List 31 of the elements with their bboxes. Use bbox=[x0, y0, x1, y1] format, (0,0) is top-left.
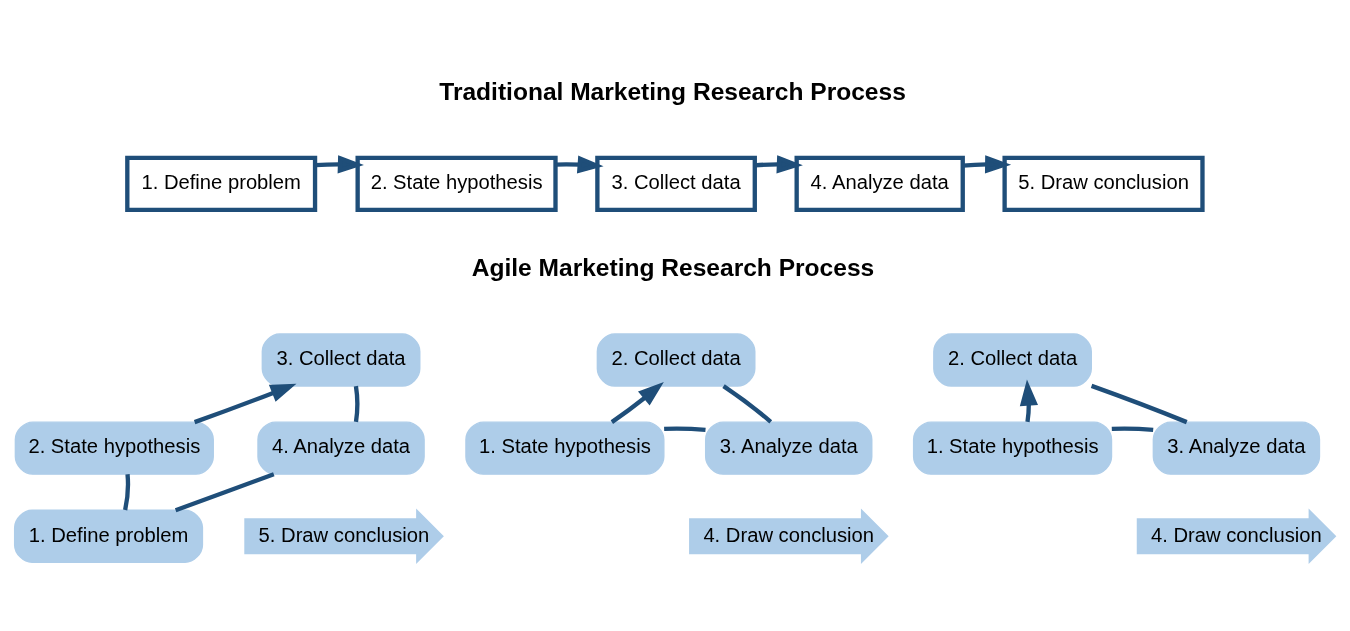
node-box: 2. State hypothesis bbox=[14, 420, 214, 475]
node-box: 5. Draw conclusion bbox=[1002, 155, 1205, 212]
connector bbox=[174, 471, 275, 512]
arrow bbox=[754, 154, 803, 173]
node-box: 3. Collect data bbox=[261, 332, 421, 387]
label: Agile Marketing Research Process bbox=[471, 253, 875, 281]
node-box: 2. Collect data bbox=[596, 332, 756, 387]
connector bbox=[664, 426, 706, 432]
node-box: 1. State hypothesis bbox=[465, 420, 665, 475]
node-box: 3. Analyze data bbox=[1152, 420, 1321, 475]
connector bbox=[722, 383, 773, 423]
node-box: 4. Analyze data bbox=[257, 420, 425, 475]
node-box: 3. Collect data bbox=[595, 155, 757, 212]
node-box: 1. Define problem bbox=[13, 509, 204, 563]
node-box: 2. State hypothesis bbox=[355, 155, 558, 212]
node-box: 4. Analyze data bbox=[794, 155, 965, 212]
arrow bbox=[962, 154, 1012, 173]
node-box: 1. State hypothesis bbox=[912, 420, 1113, 475]
node-box: 2. Collect data bbox=[933, 332, 1092, 387]
node-box: 1. Define problem bbox=[125, 155, 318, 212]
connector bbox=[1111, 426, 1154, 432]
arrow bbox=[610, 381, 664, 424]
arrow bbox=[315, 154, 364, 173]
connector bbox=[123, 473, 131, 510]
node-box: 3. Analyze data bbox=[704, 420, 873, 475]
label: Traditional Marketing Research Process bbox=[439, 77, 906, 105]
connector bbox=[1090, 383, 1188, 424]
arrow bbox=[555, 154, 604, 174]
arrow bbox=[1019, 379, 1039, 422]
connector bbox=[353, 385, 360, 422]
arrow bbox=[193, 383, 297, 424]
